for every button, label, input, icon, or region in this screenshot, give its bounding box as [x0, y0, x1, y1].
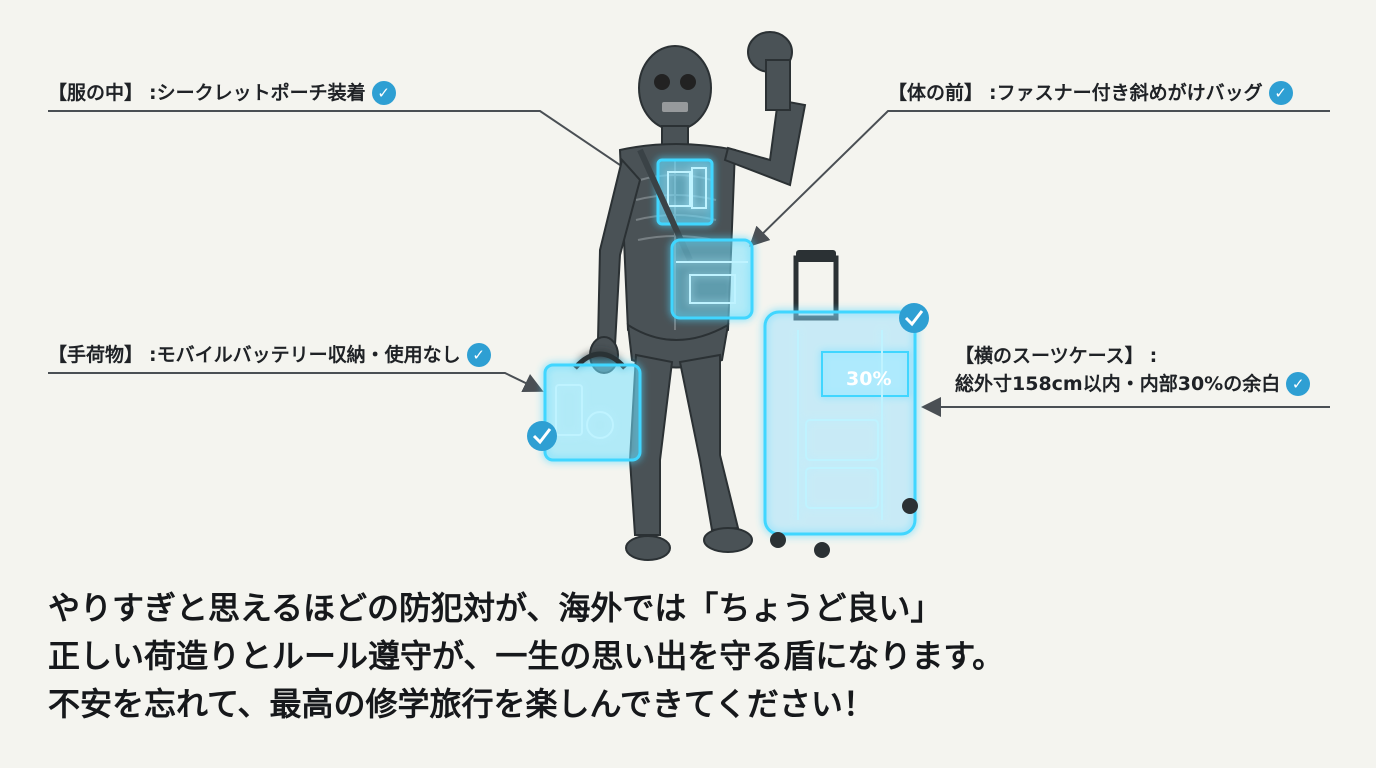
- message-line-2: 正しい荷造りとルール遵守が、一生の思い出を守る盾になります。: [48, 637, 1005, 675]
- leader-hand: [48, 372, 544, 393]
- callout-inner-tag: 【服の中】: [48, 82, 144, 104]
- check-circle-icon: ✓: [371, 81, 396, 105]
- check-circle-icon: ✓: [1268, 81, 1293, 105]
- check-circle-icon: ✓: [466, 343, 491, 367]
- callout-hand-text: :モバイルバッテリー収納・使用なし: [149, 344, 461, 366]
- leader-inner: [48, 110, 664, 195]
- message-line-1: やりすぎと思えるほどの防犯対が、海外では「ちょうど良い」: [48, 589, 943, 627]
- callout-hand: 【手荷物】:モバイルバッテリー収納・使用なし ✓: [48, 342, 491, 368]
- figure-leg-right: [678, 353, 740, 532]
- callout-side-sep: :: [1149, 345, 1158, 367]
- hand-bag: [543, 351, 642, 462]
- check-circle-icon: [899, 303, 929, 333]
- callout-side-tag: 【横のスーツケース】: [955, 345, 1144, 367]
- callout-front: 【体の前】:ファスナー付き斜めがけバッグ ✓: [888, 80, 1293, 106]
- callout-front-tag: 【体の前】: [888, 82, 984, 104]
- check-circle-icon: ✓: [1286, 372, 1311, 396]
- closing-message: やりすぎと思えるほどの防犯対が、海外では「ちょうど良い」 正しい荷造りとルール遵…: [48, 584, 1338, 728]
- callout-inner: 【服の中】:シークレットポーチ装着 ✓: [48, 80, 396, 106]
- message-line-3: 不安を忘れて、最高の修学旅行を楽しんできてください！: [48, 685, 875, 723]
- suitcase: 30%: [763, 250, 918, 558]
- callout-hand-tag: 【手荷物】: [48, 344, 144, 366]
- callout-side-text: 総外寸158cm以内・内部30%の余白: [955, 373, 1281, 395]
- callout-inner-text: :シークレットポーチ装着: [149, 82, 366, 104]
- suitcase-percent-label: 30%: [846, 368, 891, 390]
- callout-front-text: :ファスナー付き斜めがけバッグ: [989, 82, 1263, 104]
- check-circle-icon: [527, 421, 557, 451]
- figure-arm-raised: [723, 98, 807, 187]
- crossbody-bag: [670, 238, 754, 320]
- leader-front: [749, 110, 1330, 247]
- callout-side: 【横のスーツケース】: 総外寸158cm以内・内部30%の余白✓: [955, 342, 1311, 398]
- figure-head: [638, 45, 712, 131]
